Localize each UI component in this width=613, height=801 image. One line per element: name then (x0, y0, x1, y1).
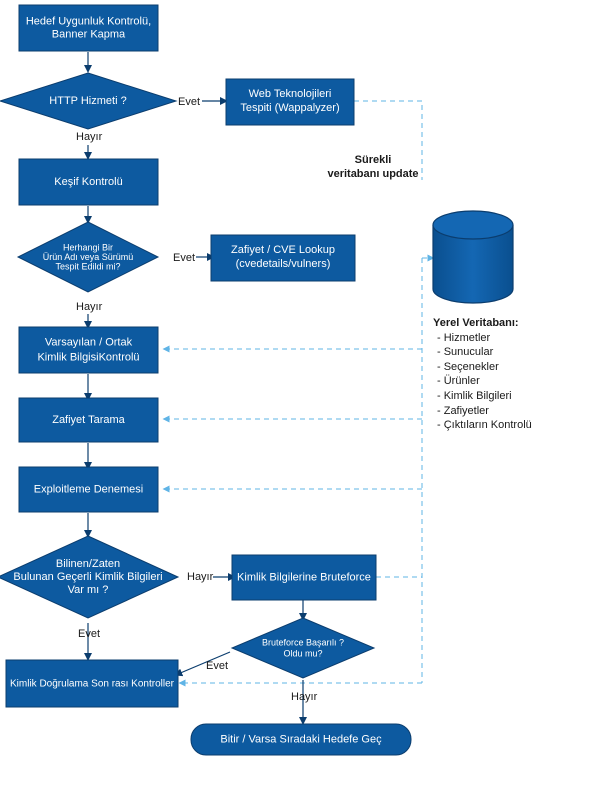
node-vuln-scan: Zafiyet Tarama (18, 397, 159, 443)
node-valid-creds-diamond (0, 535, 180, 619)
text-line: Bilinen/Zaten (56, 558, 120, 570)
text-line: Hedef Uygunluk Kontrolü, (26, 16, 151, 28)
text-line: veritabanı update (327, 168, 418, 180)
node-kesif-label: Keşif Kontrolü (54, 176, 122, 188)
node-bruteforce: Kimlik Bilgilerine Bruteforce (231, 554, 377, 601)
text-line: Ürün Adı veya Sürümü (43, 252, 134, 262)
node-bruteforce-label: Kimlik Bilgilerine Bruteforce (237, 572, 371, 584)
text-line: HTTP Hizmeti ? (49, 95, 126, 107)
node-auth-checks-box (5, 659, 179, 708)
node-default-creds-box (18, 326, 159, 374)
label-creds-no: Hayır (187, 571, 214, 583)
database-item: - Zafiyetler (437, 404, 489, 417)
flow-arrows (84, 52, 307, 725)
node-cve-box (210, 234, 356, 282)
database-item: - Sunucular (437, 346, 494, 359)
edge-labels: Evet Hayır Evet Hayır Hayır Evet Evet Ha… (76, 96, 318, 703)
label-product-no: Hayır (76, 301, 103, 313)
node-start: Hedef Uygunluk Kontrolü,Banner Kapma (18, 4, 159, 52)
text-line: Tespit Edildi mi? (55, 262, 120, 272)
text-line: Banner Kapma (52, 29, 126, 41)
text-line: Keşif Kontrolü (54, 176, 122, 188)
text-line: Herhangi Bir (63, 243, 113, 253)
text-line: Kimlik BilgisiKontrolü (37, 352, 139, 364)
label-http-yes: Evet (178, 96, 200, 108)
text-line: Bruteforce Başarılı ? (262, 638, 344, 648)
text-line: Var mı ? (68, 584, 109, 596)
database-items: - Hizmetler - Sunucular- Seçenekler - Ürün… (433, 331, 603, 433)
node-bruteforce-box (231, 554, 377, 601)
text-line: Kimlik Bilgilerine Bruteforce (237, 572, 371, 584)
node-bf-success-diamond (230, 617, 376, 679)
node-bf-success-decision: Bruteforce Başarılı ?Oldu mu? (230, 617, 376, 679)
node-exploit: Exploitleme Denemesi (18, 466, 159, 513)
node-product-diamond (16, 221, 160, 293)
node-start-label: Hedef Uygunluk Kontrolü,Banner Kapma (26, 16, 151, 41)
text-line: Web Teknolojileri (249, 88, 332, 100)
node-finish: Bitir / Varsa Sıradaki Hedefe Geç (190, 723, 412, 756)
text-line: Sürekli (355, 154, 392, 166)
dashed-connectors (162, 100, 435, 687)
label-bf-no: Hayır (291, 691, 318, 703)
node-start-box (18, 4, 159, 52)
label-bf-yes: Evet (206, 660, 228, 672)
database-body (432, 225, 514, 304)
node-auth-checks: Kimlik Doğrulama Son rası Kontroller (5, 659, 179, 708)
node-web-tech-box (225, 78, 355, 126)
node-http-label: HTTP Hizmeti ? (49, 95, 126, 107)
node-cve-label: Zafiyet / CVE Lookup (cvedetails/vulners) (231, 244, 335, 270)
node-vuln-scan-label: Zafiyet Tarama (52, 414, 125, 426)
node-finish-box (190, 723, 412, 756)
label-http-no: Hayır (76, 131, 103, 143)
label-product-yes: Evet (173, 252, 195, 264)
database-top (432, 210, 514, 240)
text-line: Oldu mu? (283, 649, 322, 659)
database-cylinder-icon (432, 210, 514, 304)
text-line: Zafiyet / CVE Lookup (231, 244, 335, 256)
node-vuln-scan-box (18, 397, 159, 443)
node-bf-success-label: Bruteforce Başarılı ?Oldu mu? (262, 638, 344, 659)
text-line: Varsayılan / Ortak (45, 337, 133, 349)
text-line: Bitir / Varsa Sıradaki Hedefe Geç (220, 734, 382, 746)
label-creds-yes: Evet (78, 628, 100, 640)
database-contents: Yerel Veritabanı: - Hizmetler - Sunucular… (433, 316, 603, 433)
node-exploit-box (18, 466, 159, 513)
text-line: Kimlik Doğrulama Son rası Kontroller (10, 678, 175, 689)
text-line: Tespiti (Wappalyzer) (240, 102, 339, 114)
update-note: Sürekli veritabanı update (327, 154, 418, 180)
node-exploit-label: Exploitleme Denemesi (34, 484, 143, 496)
dashed-line-webtech-update (354, 100, 423, 180)
node-auth-checks-label: Kimlik Doğrulama Son rası Kontroller (10, 678, 175, 689)
text-line: Zafiyet Tarama (52, 414, 125, 426)
database-item: - Seçenekler (437, 360, 499, 373)
text-line: Bulunan Geçerli Kimlik Bilgileri (13, 571, 162, 583)
database-item: - Ürünler (437, 375, 480, 388)
text-line: (cvedetails/vulners) (236, 258, 331, 270)
text-line: Exploitleme Denemesi (34, 484, 143, 496)
arrow-bf-success-to-auth-checks (174, 651, 231, 677)
node-finish-label: Bitir / Varsa Sıradaki Hedefe Geç (220, 734, 382, 746)
node-cve: Zafiyet / CVE Lookup (cvedetails/vulners) (210, 234, 356, 282)
database-item: - Çıktıların Kontrolü (437, 419, 532, 432)
node-http-decision: HTTP Hizmeti ? (0, 72, 178, 130)
database-item: - Hizmetler (437, 331, 491, 344)
node-kesif: Keşif Kontrolü (18, 158, 159, 206)
node-http-diamond (0, 72, 178, 130)
database-title: Yerel Veritabanı: (433, 317, 519, 329)
node-kesif-box (18, 158, 159, 206)
database-item: - Kimlik Bilgileri (437, 389, 512, 402)
